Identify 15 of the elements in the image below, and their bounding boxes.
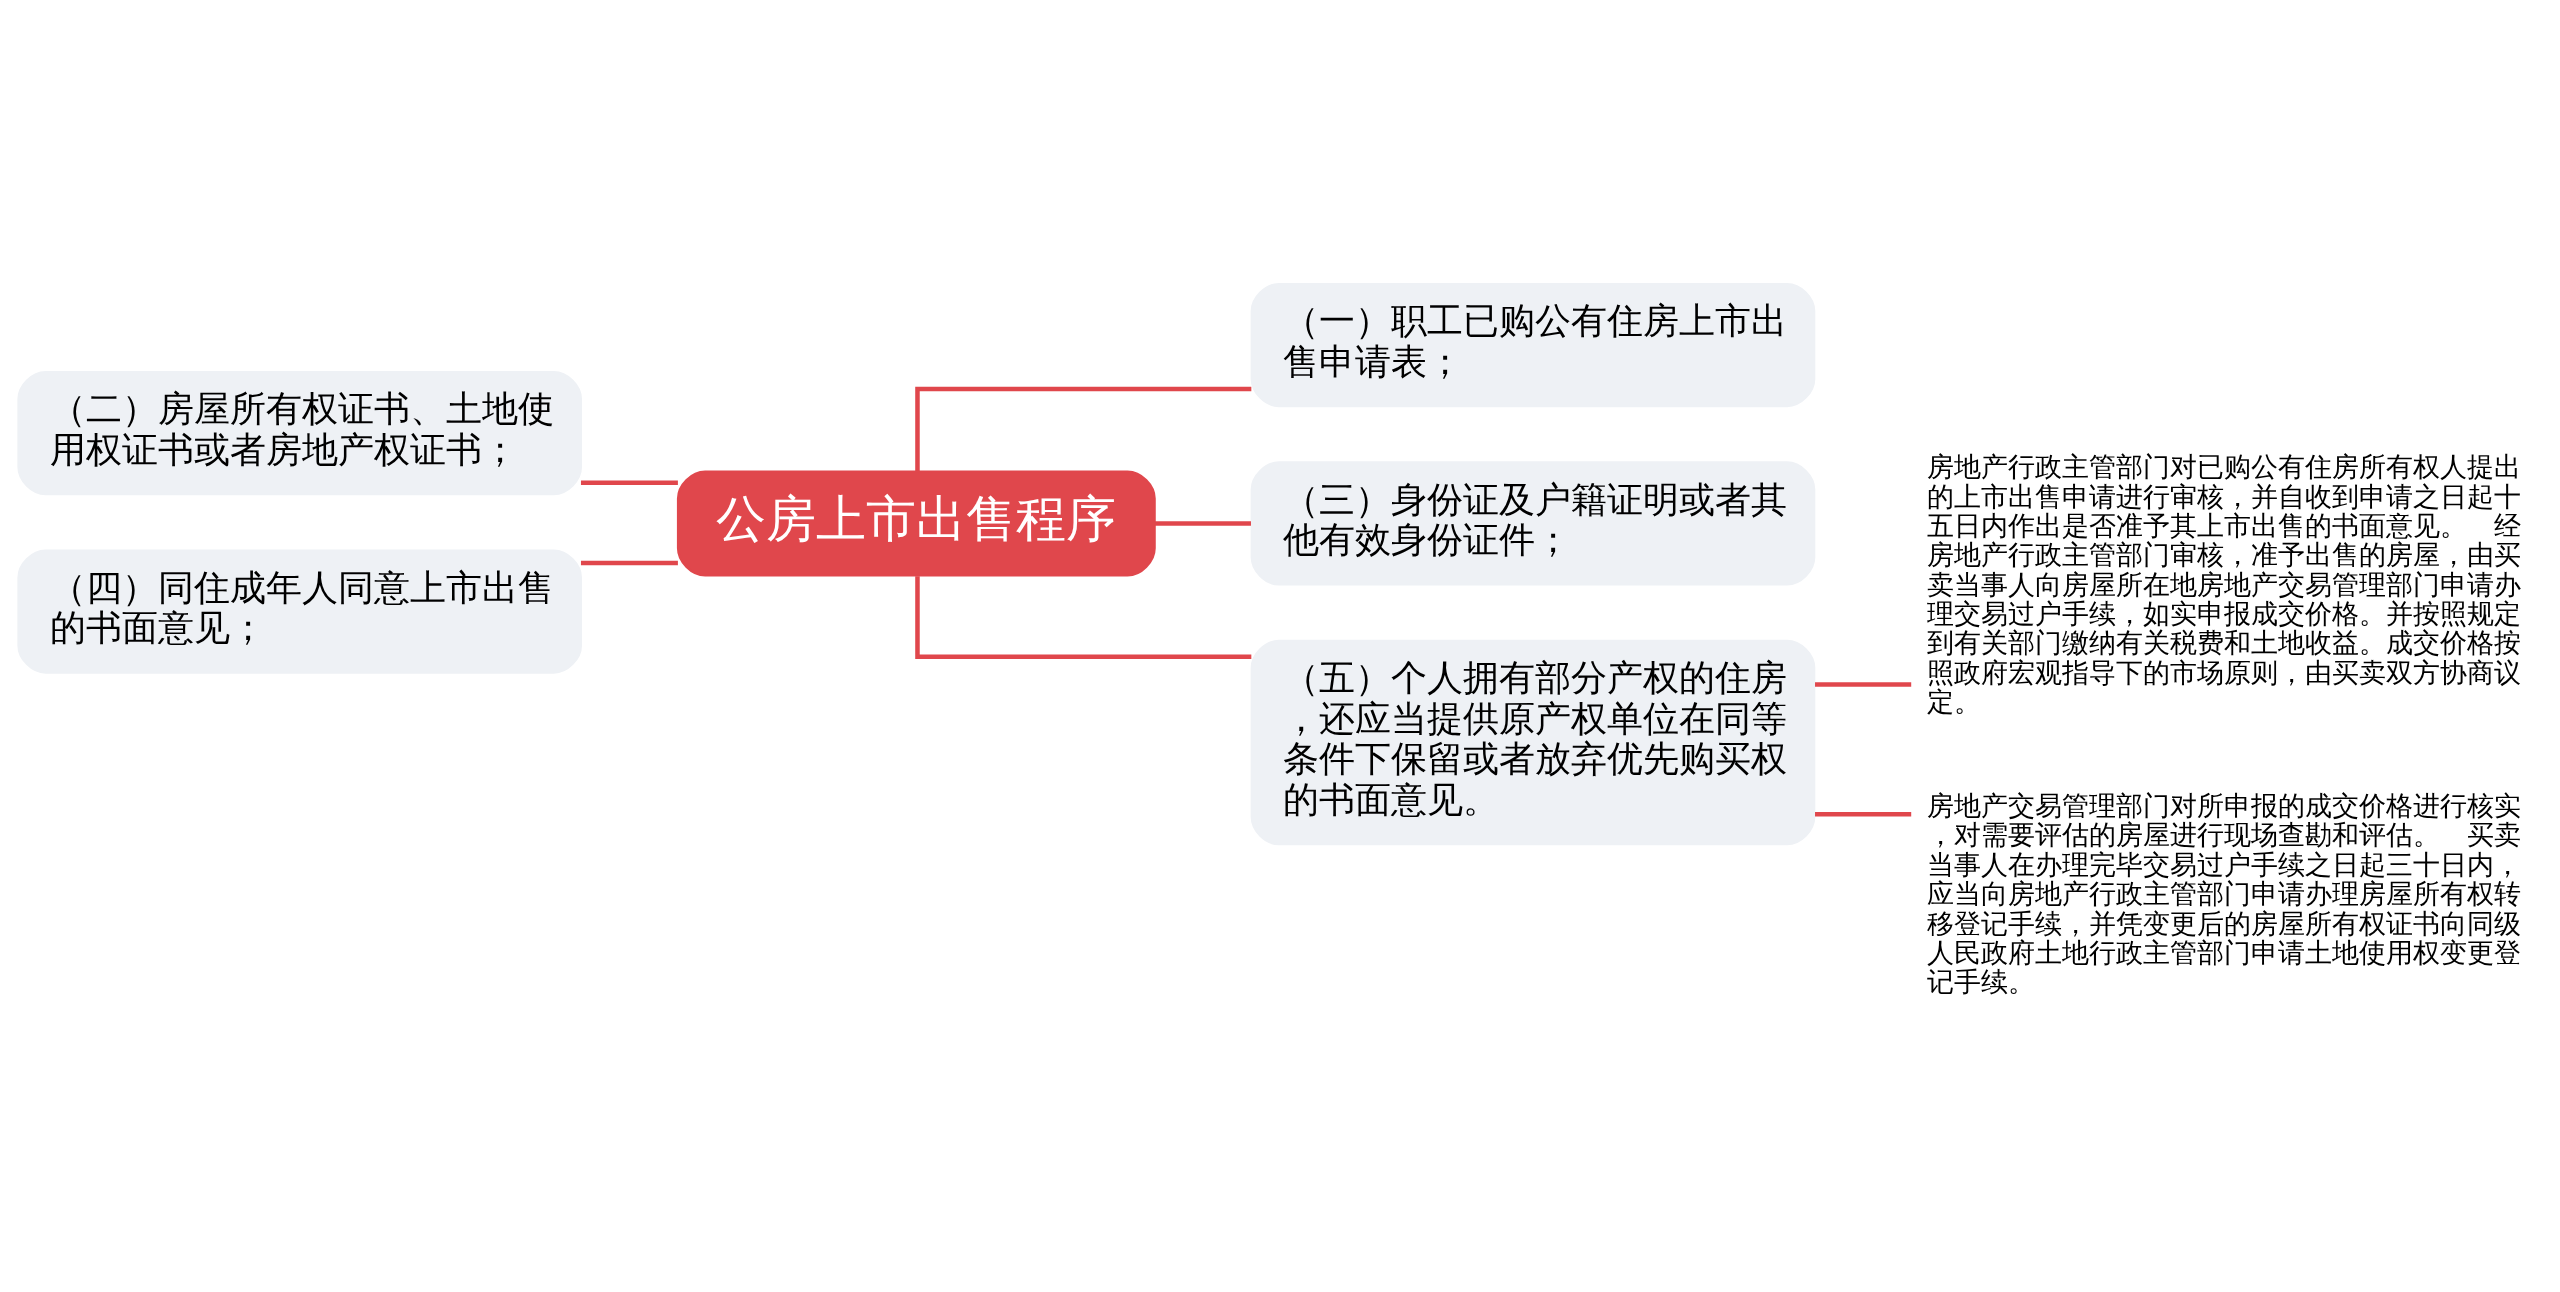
connector (1815, 682, 1912, 687)
connector (915, 386, 1252, 472)
node-box: （三）身份证及户籍证明或者其他有效身份证件； (1250, 461, 1816, 586)
node-box: 公房上市出售程序 (676, 470, 1156, 577)
connector (580, 560, 678, 566)
node-box: （五）个人拥有部分产权的住房，还应当提供原产权单位在同等条件下保留或者放弃优先购买权的书面意见。 (1250, 639, 1816, 846)
node-text: 房地产行政主管部门对已购公有住房所有权人提出的上市出售申请进行审核，并自收到申请之日起十五日内作出是否准予其上市出售的书面意见。 经房地产行政主管部门审核，准予出售的房屋，由买卖当事人向房屋所在地房地产交易管理部门申请办理交易过户手续，如实申报成交价格。并按照规定到有关部门缴纳有关税费和土地收益。成交价格按照政府宏观指导下的市场原则，由买卖双方协商议定。 (1927, 451, 2522, 718)
connector (580, 480, 678, 486)
connector (1815, 812, 1912, 817)
connector (915, 576, 1252, 659)
node-text: 房地产交易管理部门对所申报的成交价格进行核实，对需要评估的房屋进行现场查勘和评估。 买卖当事人在办理完毕交易过户手续之日起三十日内，应当向房地产行政主管部门申请办理房屋所有权转移登记手续，并凭变更后的房屋所有权证书向同级人民政府土地行政主管部门申请土地使用权变更登记手续。 (1927, 790, 2522, 998)
node-box: （四）同住成年人同意上市出售的书面意见； (17, 549, 583, 674)
connector (1154, 521, 1251, 526)
node-box: （一）职工已购公有住房上市出售申请表； (1250, 282, 1816, 408)
node-box: （二）房屋所有权证书、土地使用权证书或者房地产权证书； (17, 371, 583, 496)
